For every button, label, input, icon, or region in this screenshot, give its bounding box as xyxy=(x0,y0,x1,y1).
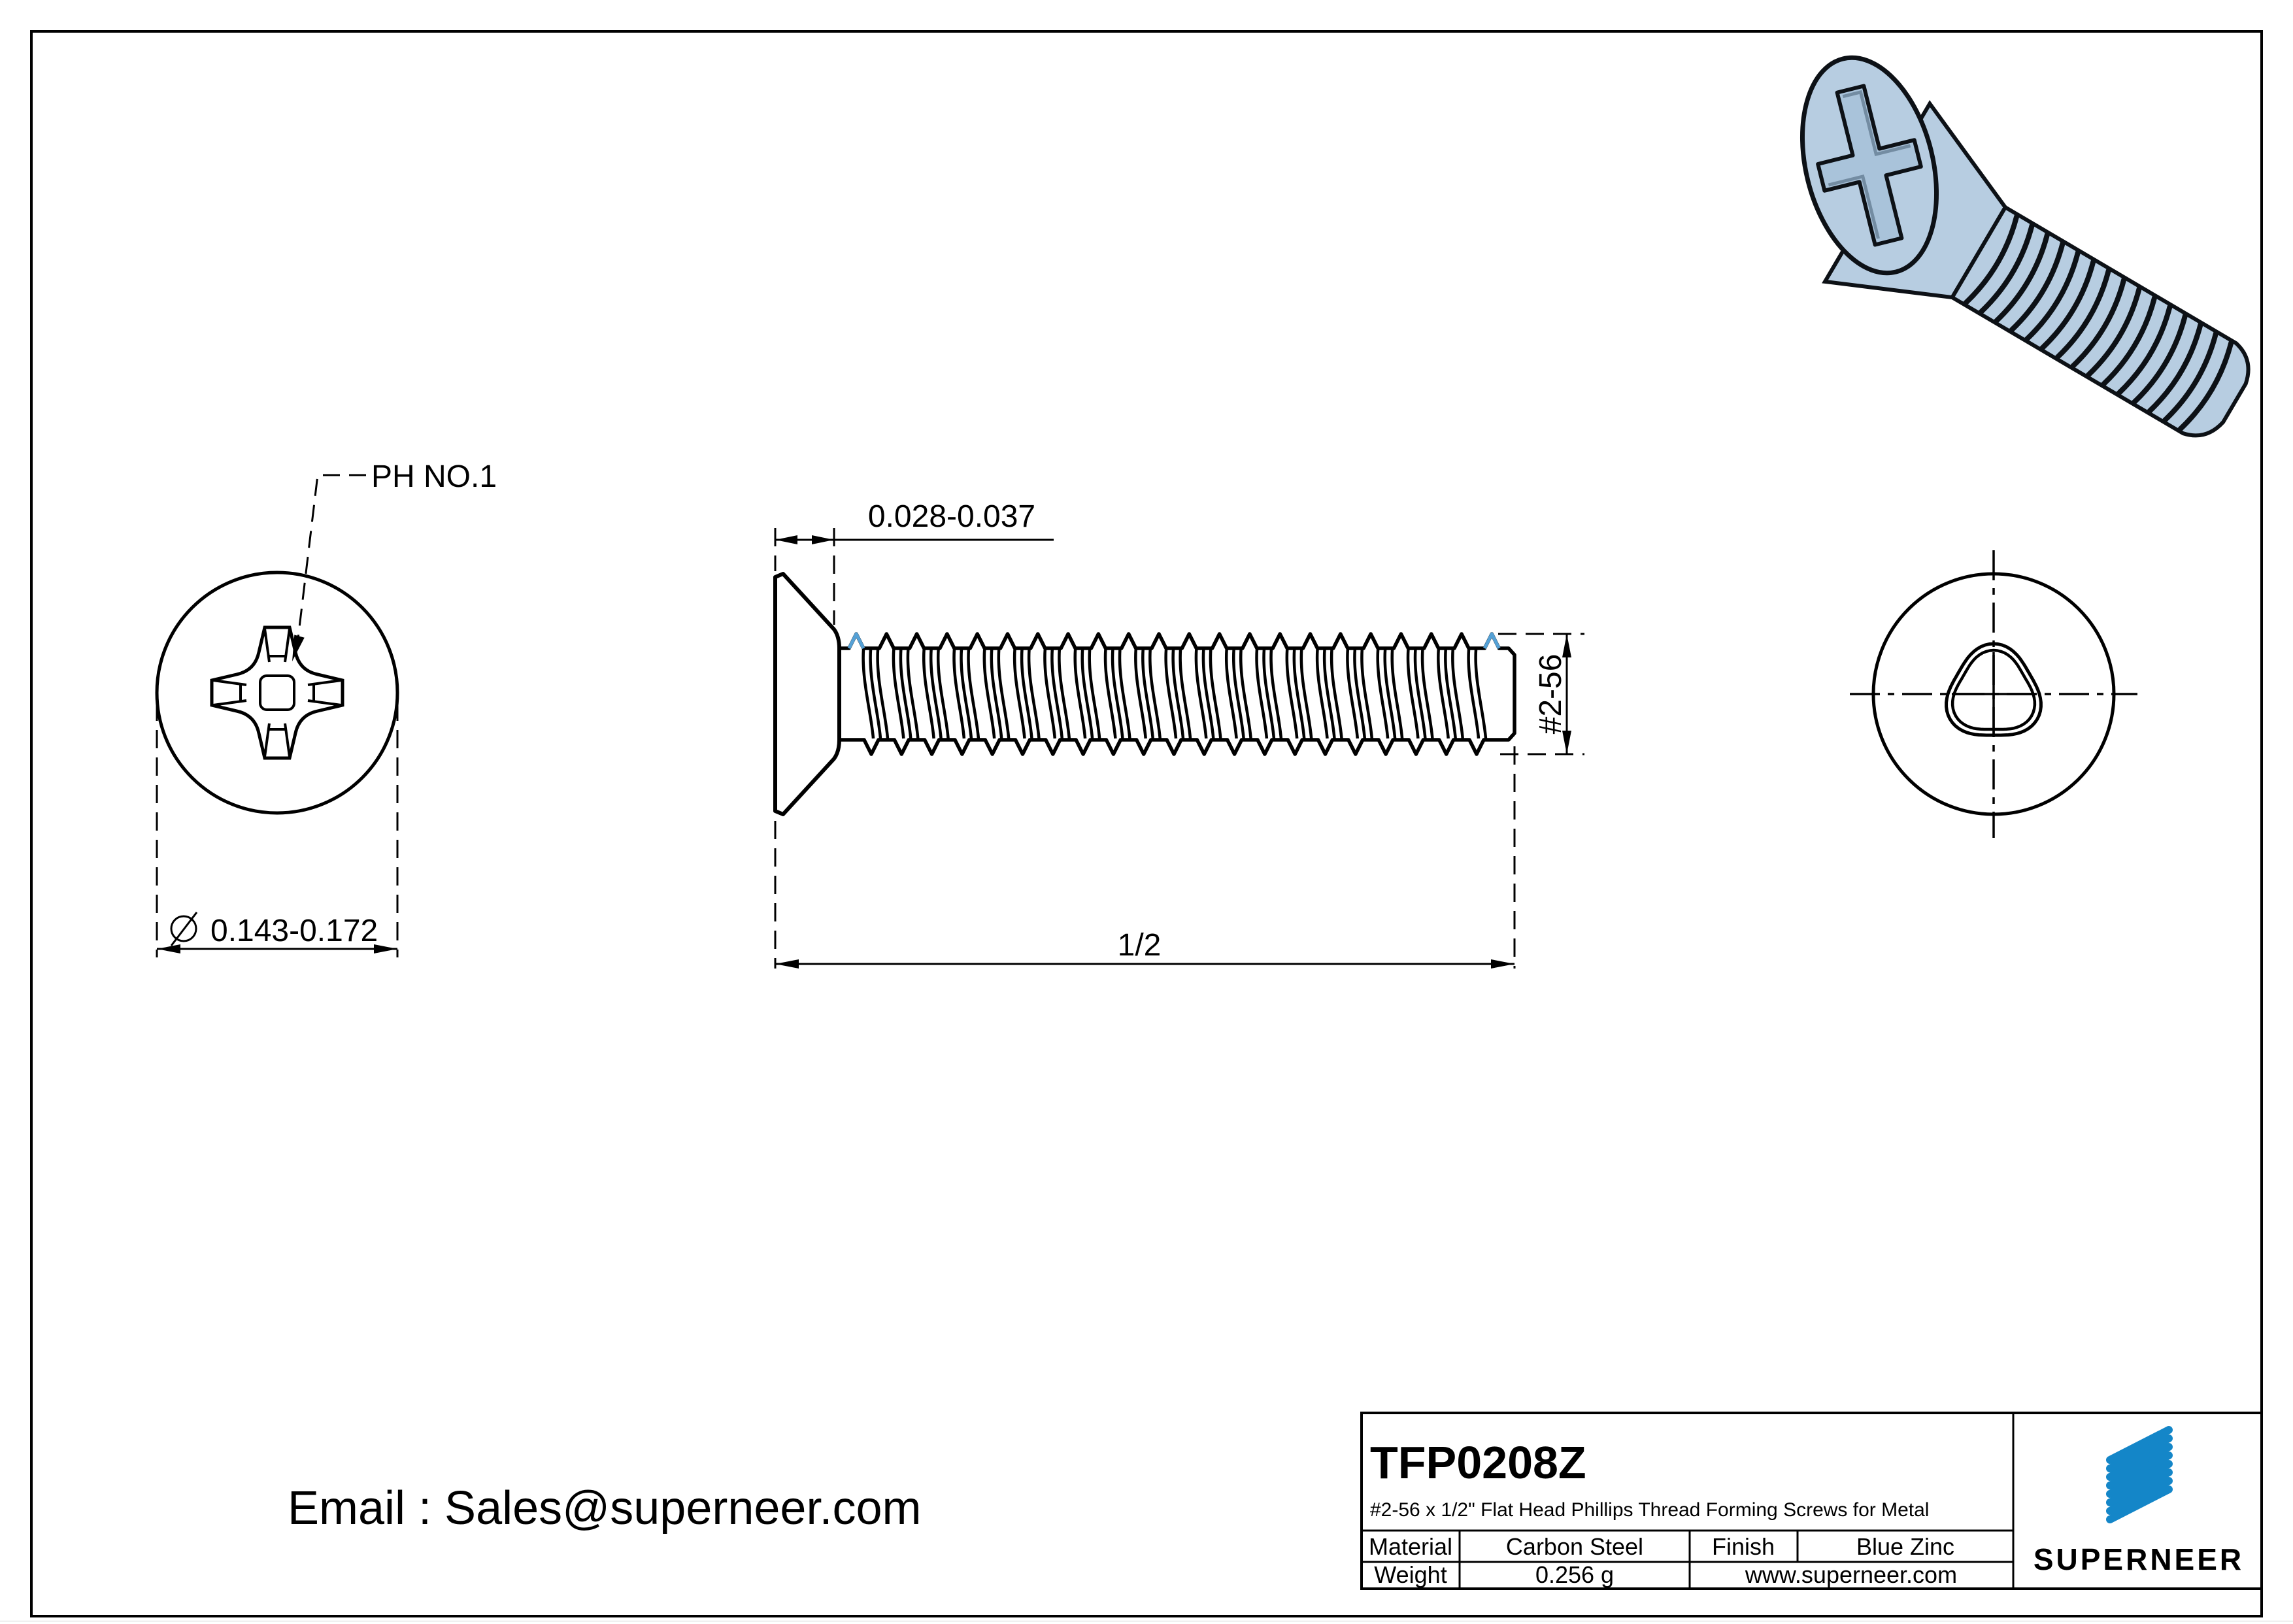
dimension-arrowheads xyxy=(775,959,1515,969)
title-block: TFP0208Z #2-56 x 1/2" Flat Head Phillips… xyxy=(1360,1412,2263,1590)
page-frame xyxy=(30,30,2263,1617)
dimension-arrowheads xyxy=(1562,634,1571,754)
part-number: TFP0208Z xyxy=(1370,1437,1586,1488)
finish-label: Finish xyxy=(1712,1533,1775,1560)
screw-3d-render xyxy=(1799,55,2251,438)
contact-email: Email : Sales@superneer.com xyxy=(288,1482,922,1534)
diameter-symbol-icon xyxy=(170,912,198,946)
leader-arrowhead xyxy=(292,635,305,661)
screw-head-profile xyxy=(773,572,841,816)
thread-silhouette xyxy=(839,632,1516,756)
thread-helix-lines xyxy=(862,649,1488,739)
weight-label: Weight xyxy=(1374,1561,1447,1588)
dimension-arrowheads xyxy=(157,944,397,953)
website-link[interactable]: www.superneer.com xyxy=(1745,1561,1957,1588)
length-dim: 1/2 xyxy=(1118,928,1162,963)
leader-line xyxy=(296,474,366,644)
brand-name: SUPERNEER xyxy=(2034,1542,2244,1576)
side-view: 0.028-0.037 1/2 #2-56 xyxy=(773,499,1584,969)
front-view: PH NO.1 0.143-0.172 xyxy=(155,459,497,957)
material-value: Carbon Steel xyxy=(1506,1533,1643,1560)
part-description: #2-56 x 1/2" Flat Head Phillips Thread F… xyxy=(1370,1499,1929,1521)
phillips-cross-icon xyxy=(210,625,344,760)
thread-size-dim: #2-56 xyxy=(1533,654,1568,735)
finish-value: Blue Zinc xyxy=(1856,1533,1954,1560)
thread-start-end-marks xyxy=(847,632,1501,650)
head-diameter-dim: 0.143-0.172 xyxy=(210,914,378,948)
material-label: Material xyxy=(1369,1533,1452,1560)
dimension-arrowheads xyxy=(775,535,834,544)
brand-logo-icon xyxy=(2106,1426,2173,1523)
head-height-dim: 0.028-0.037 xyxy=(868,499,1035,534)
recess-type-label: PH NO.1 xyxy=(371,459,497,494)
weight-value: 0.256 g xyxy=(1535,1561,1614,1588)
back-view xyxy=(1850,550,2137,838)
